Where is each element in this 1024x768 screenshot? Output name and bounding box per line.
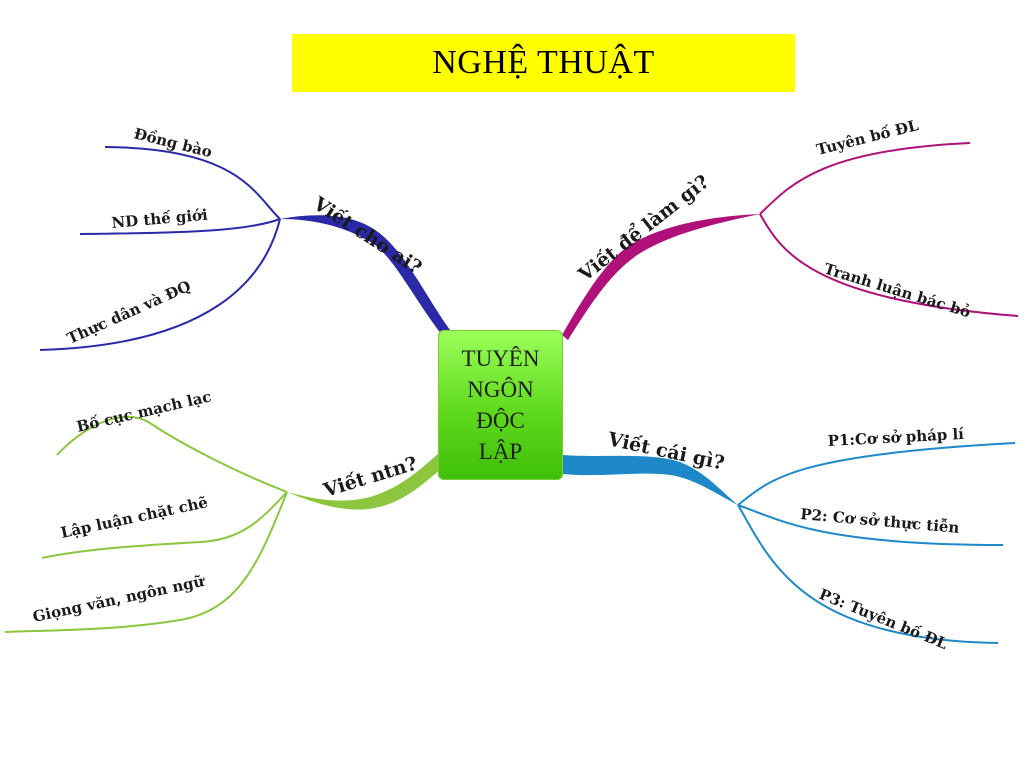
branch-why-connector xyxy=(562,214,760,340)
center-line-3: ĐỘC xyxy=(476,408,525,433)
leaf-lap-luan-chat-che: Lập luận chặt chẽ xyxy=(59,493,209,542)
leaf-line-p1 xyxy=(737,442,1016,506)
leaf-line-lap-luan xyxy=(41,491,288,559)
leaf-line-bo-cuc xyxy=(56,415,288,493)
leaf-p3-tuyen-bo-dl: P3: Tuyên bố ĐL xyxy=(817,585,951,653)
leaf-bo-cuc-mach-lac: Bố cục mạch lạc xyxy=(75,387,213,436)
center-line-4: LẬP xyxy=(478,439,523,464)
center-line-1: TUYÊN xyxy=(461,346,540,371)
leaf-thuc-dan-va-dq: Thực dân và ĐQ xyxy=(64,277,193,348)
branch-what-connector xyxy=(563,455,738,505)
center-line-2: NGÔN xyxy=(467,377,534,402)
leaf-line-tranh-luan xyxy=(759,213,1019,317)
leaf-line-dong-bao xyxy=(104,146,281,220)
leaf-line-p2 xyxy=(737,504,1004,546)
leaf-p1-co-so-phap-li: P1:Cơ sở pháp lí xyxy=(827,425,964,450)
leaf-giong-van-ngon-ngu: Giọng văn, ngôn ngữ xyxy=(31,572,208,626)
leaf-line-p3 xyxy=(737,504,999,644)
title-banner: NGHỆ THUẬT xyxy=(292,34,795,92)
branch-how: Viết ntn? Bố cục mạch lạc Lập luận chặt … xyxy=(4,387,440,633)
leaf-line-giong-van xyxy=(4,491,288,633)
leaf-tuyen-bo-dl: Tuyên bố ĐL xyxy=(815,116,921,159)
leaf-line-tuyen-bo xyxy=(759,142,971,215)
branch-why: Viết để làm gì? Tuyên bố ĐL Tranh luận b… xyxy=(562,116,1019,340)
center-node: TUYÊN NGÔN ĐỘC LẬP xyxy=(438,330,563,480)
leaf-line-nd-the-gioi xyxy=(79,218,281,235)
branch-how-connector xyxy=(287,452,440,510)
leaf-line-thuc-dan xyxy=(39,218,281,351)
leaf-dong-bao: Đồng bào xyxy=(132,124,214,161)
branch-who-label: Viết cho ai? xyxy=(308,192,425,279)
branch-who: Viết cho ai? Đồng bào ND thế giới Thực d… xyxy=(39,124,450,351)
title-text: NGHỆ THUẬT xyxy=(432,44,655,81)
branch-what: Viết cái gì? P1:Cơ sở pháp lí P2: Cơ sở … xyxy=(563,425,1016,653)
leaf-nd-the-gioi: ND thế giới xyxy=(111,206,209,232)
leaf-tranh-luan-bac-bo: Tranh luận bác bỏ xyxy=(822,260,973,322)
